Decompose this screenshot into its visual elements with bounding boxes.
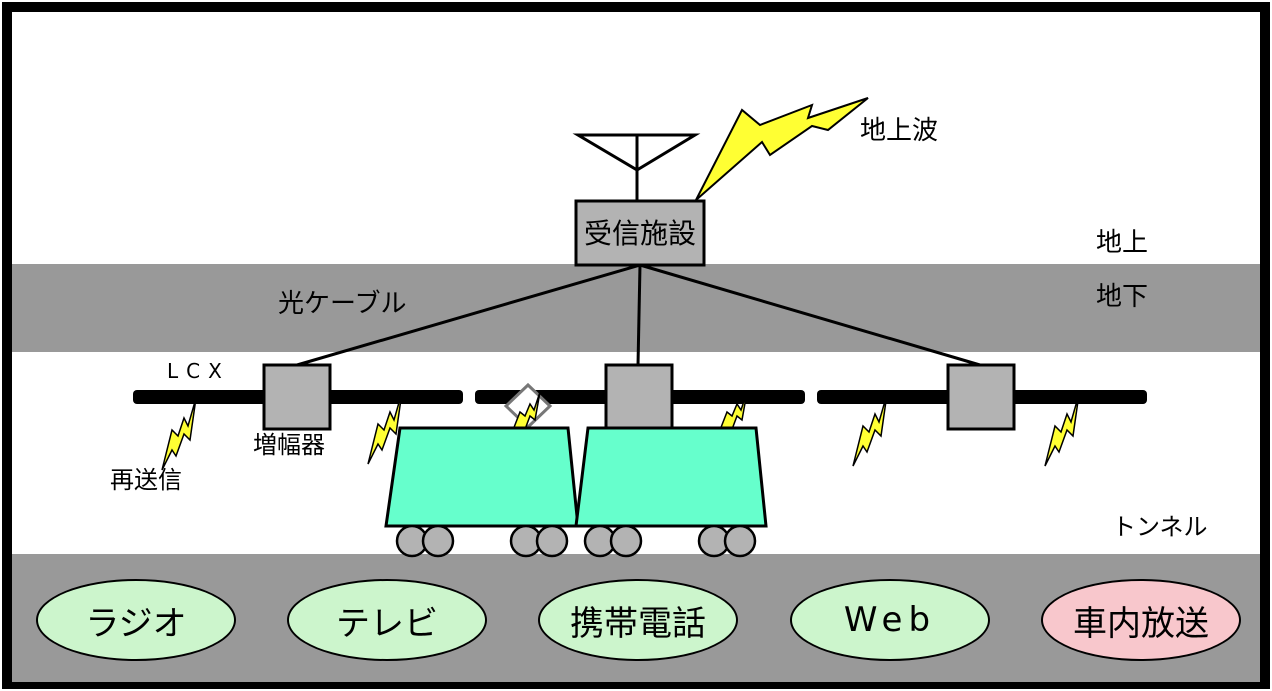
amplifier-box-2 xyxy=(604,363,674,431)
optical-cable-lines xyxy=(296,263,981,367)
service-in-car-broadcast: 車内放送 xyxy=(1041,579,1241,661)
amplifier-box-1 xyxy=(262,363,332,431)
retransmission-label: 再送信 xyxy=(110,466,182,494)
above-ground-label: 地上 xyxy=(1096,228,1149,258)
amplifier-label: 増幅器 xyxy=(253,431,325,459)
train xyxy=(384,426,768,558)
antenna-icon xyxy=(572,133,701,202)
service-radio: ラジオ xyxy=(36,579,236,661)
train-wheels xyxy=(395,524,757,558)
underground-label: 地下 xyxy=(1096,282,1149,312)
service-tv: テレビ xyxy=(287,579,487,661)
receiving-facility-box xyxy=(574,199,706,267)
lcx-label: LCX xyxy=(167,359,230,383)
service-mobile-phone: 携帯電話 xyxy=(538,579,738,661)
optical-cable-label: 光ケーブル xyxy=(278,289,407,319)
terrestrial-wave-lightning-icon xyxy=(695,97,869,201)
retransmission-lightning-icons xyxy=(161,391,1080,471)
terrestrial-wave-label: 地上波 xyxy=(860,116,939,146)
amplifier-box-3 xyxy=(946,363,1016,431)
service-web: Web xyxy=(790,579,990,661)
receiving-facility-label: 受信施設 xyxy=(583,217,696,250)
underground-band xyxy=(12,264,1260,352)
train-car-1 xyxy=(384,426,580,528)
train-car-2 xyxy=(574,426,768,528)
tunnel-label: トンネル xyxy=(1112,513,1208,541)
